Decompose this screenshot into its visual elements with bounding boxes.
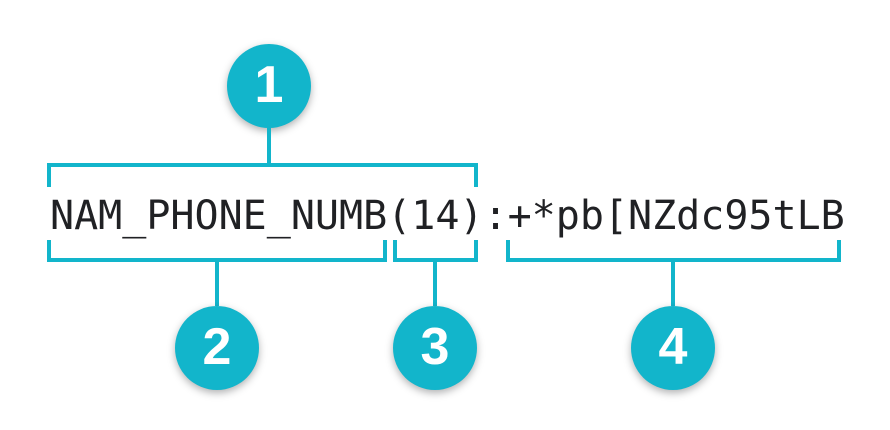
callout-1-badge: 1 (227, 44, 311, 128)
callout-4-number: 4 (658, 318, 688, 376)
callout-3-number: 3 (420, 318, 450, 376)
callout-3-badge: 3 (393, 306, 477, 390)
bracket-token-value (506, 240, 841, 262)
callout-4-badge: 4 (631, 306, 715, 390)
callout-2-connector-line (215, 262, 219, 306)
bracket-length (393, 240, 478, 262)
callout-1-connector-line (267, 127, 271, 163)
token-string: NAM_PHONE_NUMB(14):+*pb[NZdc95tLB (50, 194, 845, 238)
token-value-text: +*pb[NZdc95tLB (507, 193, 845, 239)
separator-text: : (483, 193, 508, 239)
callout-1-number: 1 (254, 56, 284, 114)
callout-4-connector-line (671, 262, 675, 306)
infotype-name-text: NAM_PHONE_NUMB (50, 193, 388, 239)
callout-3-connector-line (433, 262, 437, 306)
length-text: (14) (387, 193, 484, 239)
bracket-full-surrogate (47, 163, 478, 187)
callout-2-number: 2 (202, 318, 232, 376)
bracket-infotype-name (47, 240, 387, 262)
callout-2-badge: 2 (175, 306, 259, 390)
